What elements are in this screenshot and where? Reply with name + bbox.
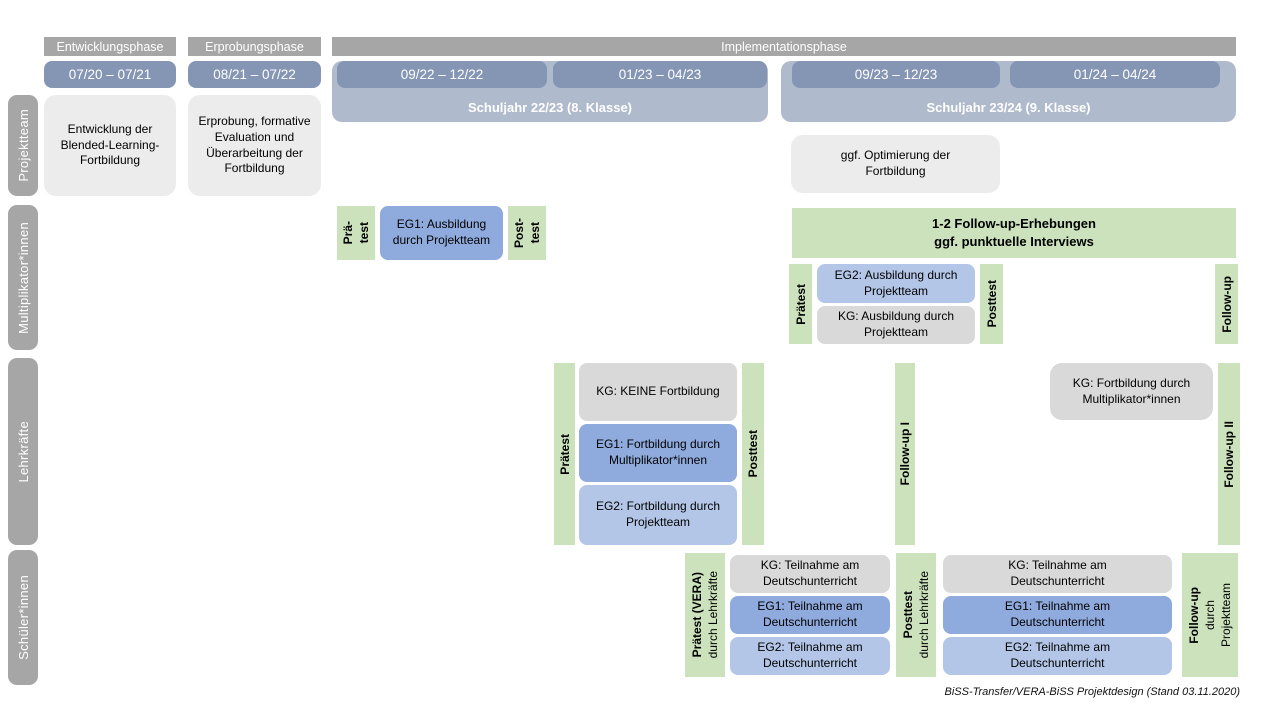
phase-header-label: Erprobungsphase (205, 39, 304, 54)
box-eg2-teilnahme-2: EG2: Teilnahme am Deutschunterricht (943, 637, 1172, 675)
strip-text: test (357, 222, 371, 244)
row-label-text: Lehrkräfte (15, 420, 31, 483)
box-kg-teilnahme-1: KG: Teilnahme am Deutschunterricht (730, 555, 890, 593)
date-label: 07/20 – 07/21 (68, 67, 152, 82)
date-bar-0124-0424: 01/24 – 04/24 (1010, 61, 1220, 88)
box-erprobung-evaluation: Erprobung, formative Evaluation und Über… (188, 95, 321, 196)
strip-text-regular: durch Lehrkräfte (706, 571, 720, 659)
strip-posttest-schueler: Posttest durch Lehrkräfte (896, 553, 936, 677)
date-bar-0821-0722: 08/21 – 07/22 (188, 61, 321, 88)
phase-header-entwicklungsphase: Entwicklungsphase (44, 37, 176, 56)
strip-followup2-lehrkraefte: Follow-up II (1218, 363, 1240, 545)
box-text: EG1: Fortbildung durch Multiplikator*inn… (595, 437, 721, 467)
strip-followup-schueler: Follow-up durch Projektteam (1182, 553, 1238, 677)
box-kg-teilnahme-2: KG: Teilnahme am Deutschunterricht (943, 555, 1172, 593)
strip-text: Prä- (341, 221, 355, 245)
date-bar-0922-1222: 09/22 – 12/22 (337, 61, 547, 88)
strip-text: Follow-up II (1222, 420, 1236, 488)
strip-followup-multiplikatoren: Follow-up (1215, 264, 1238, 344)
footer-caption: BiSS-Transfer/VERA-BiSS Projektdesign (S… (740, 686, 1240, 702)
strip-text-bold: Follow-up (1187, 586, 1201, 644)
strip-text-bold: Prätest (VERA) (690, 572, 704, 658)
date-label: 09/23 – 12/23 (854, 67, 938, 82)
phase-header-implementationsphase: Implementationsphase (332, 37, 1236, 56)
strip-text-regular: durch Lehrkräfte (917, 571, 931, 659)
row-label-projektteam: Projektteam (8, 95, 38, 196)
strip-text: Prätest (557, 433, 572, 475)
box-text: EG2: Fortbildung durch Projektteam (595, 499, 721, 529)
strip-praetest2-multiplikatoren: Prätest (789, 264, 812, 344)
box-text: Erprobung, formative Evaluation und Über… (198, 114, 311, 176)
box-text: EG2: Teilnahme am Deutschunterricht (1004, 640, 1111, 670)
box-text: EG1: Ausbildung durch Projektteam (392, 217, 491, 247)
box-text-line1: 1-2 Follow-up-Erhebungen (932, 215, 1096, 231)
row-label-schueler: Schüler*innen (8, 550, 38, 685)
phase-header-label: Entwicklungsphase (56, 39, 164, 54)
date-bar-0720-0721: 07/20 – 07/21 (44, 61, 176, 88)
phase-header-label: Implementationsphase (721, 39, 847, 54)
strip-posttest2-multiplikatoren: Posttest (980, 264, 1003, 344)
schuljahr-label: Schuljahr 23/24 (9. Klasse) (926, 100, 1091, 115)
strip-text: Posttest (984, 280, 999, 328)
phase-header-erprobungsphase: Erprobungsphase (188, 37, 321, 56)
box-text: KG: Fortbildung durch Multiplikator*inne… (1072, 375, 1191, 406)
box-optimierung-fortbildung: ggf. Optimierung der Fortbildung (791, 135, 1000, 193)
strip-text-bold: Posttest (901, 591, 915, 639)
box-eg2-teilnahme-1: EG2: Teilnahme am Deutschunterricht (730, 637, 890, 675)
box-text: ggf. Optimierung der Fortbildung (840, 148, 951, 178)
box-followup-erhebungen: 1-2 Follow-up-Erhebungen ggf. punktuelle… (792, 208, 1236, 258)
box-eg1-teilnahme-2: EG1: Teilnahme am Deutschunterricht (943, 596, 1172, 634)
box-text: EG1: Teilnahme am Deutschunterricht (757, 599, 863, 629)
row-label-text: Schüler*innen (15, 575, 31, 660)
date-label: 08/21 – 07/22 (213, 67, 296, 82)
strip-text: Post- (512, 218, 526, 248)
date-label: 01/23 – 04/23 (618, 67, 702, 82)
schuljahr-label: Schuljahr 22/23 (8. Klasse) (467, 100, 633, 115)
date-bar-0123-0423: 01/23 – 04/23 (553, 61, 767, 88)
date-label: 09/22 – 12/22 (400, 67, 484, 82)
box-eg1-fortbildung: EG1: Fortbildung durch Multiplikator*inn… (579, 424, 737, 482)
box-text: KG: Teilnahme am Deutschunterricht (1008, 558, 1107, 588)
strip-text-regular: Projektteam (1219, 582, 1233, 648)
box-entwicklung-fortbildung: Entwicklung der Blended-Learning-Fortbil… (44, 95, 176, 196)
strip-text: Follow-up I (898, 422, 912, 486)
box-eg1-teilnahme-1: EG1: Teilnahme am Deutschunterricht (730, 596, 890, 634)
row-label-text: Projektteam (15, 109, 31, 182)
strip-praetest-multiplikatoren: Prä- test (337, 206, 375, 260)
box-text: EG2: Teilnahme am Deutschunterricht (757, 640, 863, 670)
date-label: 01/24 – 04/24 (1073, 67, 1157, 82)
box-text: KG: KEINE Fortbildung (596, 384, 720, 399)
strip-text: test (528, 222, 542, 244)
row-label-multiplikatoren: Multiplikator*innen (8, 205, 38, 350)
strip-text-regular: durch (1203, 599, 1217, 631)
strip-text: Follow-up (1219, 275, 1234, 333)
strip-posttest-multiplikatoren: Post- test (508, 206, 546, 260)
row-label-lehrkraefte: Lehrkräfte (8, 358, 38, 545)
box-text: KG: Ausbildung durch Projektteam (837, 309, 955, 339)
caption-text: BiSS-Transfer/VERA-BiSS Projektdesign (S… (944, 686, 1240, 698)
strip-praetest-lehrkraefte: Prätest (554, 363, 575, 545)
box-text-line2: ggf. punktuelle Interviews (934, 234, 1094, 249)
box-kg-ausbildung: KG: Ausbildung durch Projektteam (817, 306, 975, 344)
box-kg-fortbildung-multiplikatoren: KG: Fortbildung durch Multiplikator*inne… (1050, 363, 1213, 420)
strip-followup1-lehrkraefte: Follow-up I (895, 363, 915, 545)
box-text: Entwicklung der Blended-Learning-Fortbil… (60, 122, 160, 168)
box-text: EG1: Teilnahme am Deutschunterricht (1004, 599, 1111, 629)
box-eg1-ausbildung: EG1: Ausbildung durch Projektteam (380, 206, 503, 260)
date-bar-0923-1223: 09/23 – 12/23 (792, 61, 1000, 88)
strip-text: Prätest (793, 283, 808, 325)
box-text: KG: Teilnahme am Deutschunterricht (760, 558, 860, 588)
box-eg2-fortbildung: EG2: Fortbildung durch Projektteam (579, 485, 737, 545)
strip-praetest-vera-schueler: Prätest (VERA) durch Lehrkräfte (685, 553, 725, 677)
box-kg-keine-fortbildung: KG: KEINE Fortbildung (579, 363, 737, 421)
box-eg2-ausbildung: EG2: Ausbildung durch Projektteam (817, 264, 975, 303)
row-label-text: Multiplikator*innen (15, 221, 31, 334)
box-text: EG2: Ausbildung durch Projektteam (834, 267, 958, 298)
strip-posttest-lehrkraefte: Posttest (742, 363, 764, 545)
strip-text: Posttest (746, 430, 760, 478)
